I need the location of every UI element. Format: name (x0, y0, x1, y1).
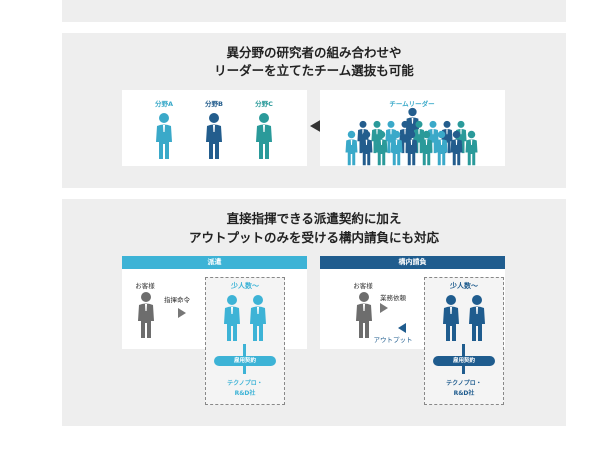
contracting-company-line2: R&D社 (453, 390, 475, 397)
contracting-title: 構内請負 (320, 256, 505, 269)
output-label: アウトプット (373, 336, 413, 344)
top-panel (62, 0, 566, 22)
section1-heading-line1: 異分野の研究者の組み合わせや (226, 45, 402, 60)
contracting-customer-label: お客様 (353, 282, 373, 290)
team-selection-panel: 異分野の研究者の組み合わせや リーダーを立てたチーム選抜も可能 分野A 分野B … (62, 33, 566, 188)
arrow-left-icon (398, 323, 406, 333)
dispatch-contract-pill: 雇用契約 (214, 356, 276, 366)
section1-heading-line2: リーダーを立てたチーム選抜も可能 (214, 63, 414, 78)
arrow-right-icon (380, 303, 388, 313)
request-label: 業務依頼 (380, 294, 406, 302)
dispatch-title: 派遣 (122, 256, 307, 269)
dispatch-team-frame: 少人数～ 雇用契約 テクノプロ・ R&D社 (205, 277, 285, 405)
contracting-team-label: 少人数～ (450, 282, 478, 290)
dispatch-customer-label: お客様 (135, 282, 155, 290)
team-member-person-icon (389, 130, 404, 166)
contracting-team-frame: 少人数～ 雇用契約 テクノプロ・ R&D社 (424, 277, 504, 405)
team-member-person-icon (449, 130, 464, 166)
fields-box: 分野A 分野B 分野C (122, 90, 307, 166)
team-box: チームリーダー (320, 90, 505, 166)
team-member-person-icon (434, 130, 449, 166)
instruction-label: 指揮命令 (164, 296, 190, 304)
team-member-person-icon (404, 130, 419, 166)
dispatch-company-line1: テクノプロ・ (227, 380, 263, 387)
contracting-contract-pill: 雇用契約 (433, 356, 495, 366)
dispatch-staff-icon (222, 294, 242, 342)
section2-heading-line1: 直接指揮できる派遣契約に加え (226, 211, 402, 226)
contracting-staff-icon (441, 294, 461, 342)
field-b-label: 分野B (205, 100, 223, 108)
team-leader-label: チームリーダー (389, 100, 435, 108)
team-member-person-icon (374, 130, 389, 166)
team-member-person-icon (464, 130, 479, 166)
customer-person-icon (136, 291, 156, 339)
field-a-label: 分野A (154, 100, 174, 108)
dispatch-company-line2: R&D社 (234, 390, 256, 397)
contract-panel: 直接指揮できる派遣契約に加え アウトプットのみを受ける構内請負にも対応 派遣 お… (62, 199, 566, 426)
dispatch-team-label: 少人数～ (231, 282, 259, 290)
field-a-person-icon (154, 112, 174, 160)
section2-heading-line2: アウトプットのみを受ける構内請負にも対応 (188, 230, 439, 245)
field-c-label: 分野C (255, 100, 273, 108)
arrow-right-icon (178, 308, 186, 318)
team-member-person-icon (344, 130, 359, 166)
customer-person-icon (354, 291, 374, 339)
team-member-person-icon (419, 130, 434, 166)
field-b-person-icon (204, 112, 224, 160)
contracting-company-line1: テクノプロ・ (446, 380, 482, 387)
dispatch-staff-icon (248, 294, 268, 342)
contracting-staff-icon (467, 294, 487, 342)
team-member-person-icon (359, 130, 374, 166)
field-c-person-icon (254, 112, 274, 160)
